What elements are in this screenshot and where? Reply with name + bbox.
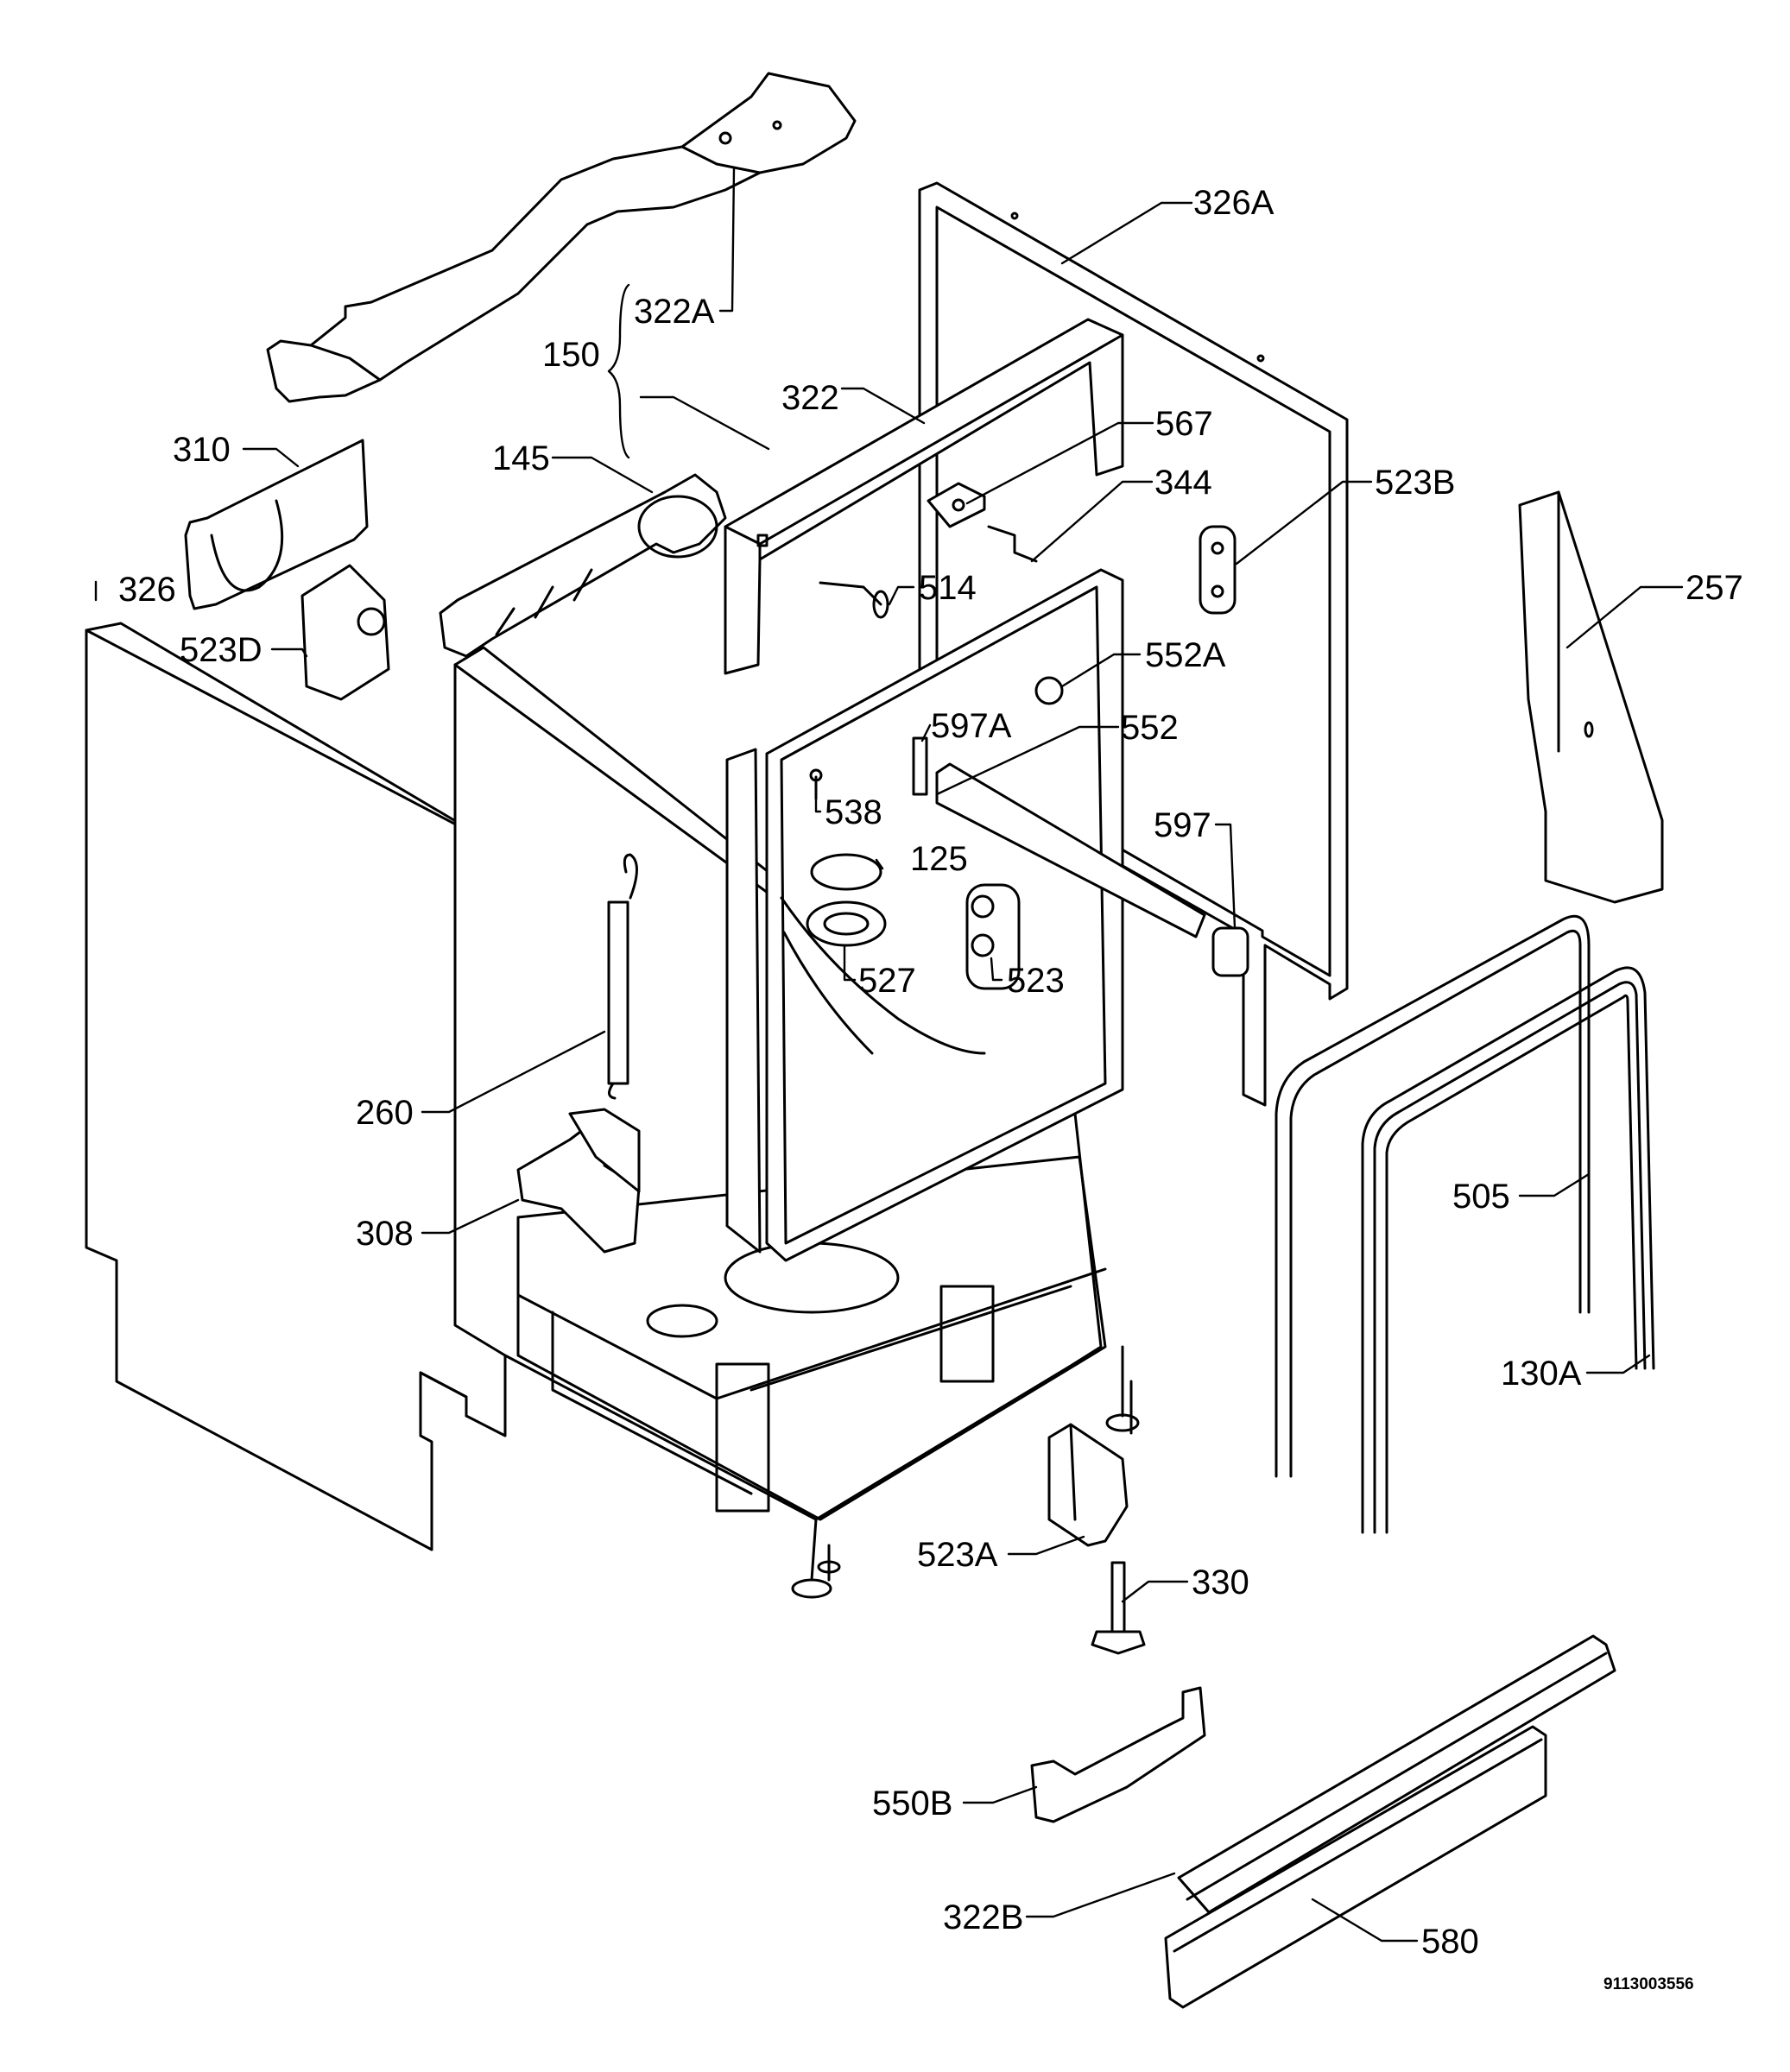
part-125-ring <box>810 853 882 891</box>
label-552: 552 <box>1121 709 1179 747</box>
label-260: 260 <box>356 1094 414 1132</box>
label-580: 580 <box>1421 1923 1479 1961</box>
label-322A: 322A <box>634 293 715 331</box>
label-523: 523 <box>1007 962 1065 1000</box>
part-538-screw <box>809 768 823 800</box>
label-523B: 523B <box>1375 464 1455 502</box>
part-523A-bracket <box>1047 1423 1129 1547</box>
part-523B-seal <box>1199 525 1237 615</box>
label-523D: 523D <box>180 631 262 669</box>
label-330: 330 <box>1192 1563 1249 1601</box>
part-552-rail <box>935 762 1206 938</box>
part-308-hinge <box>516 1108 641 1254</box>
part-260-spring <box>607 853 638 1100</box>
door-inner-frame <box>725 568 1124 1262</box>
part-322-top-frame <box>724 318 1124 675</box>
part-145-duct <box>439 473 727 658</box>
label-125: 125 <box>910 840 968 878</box>
label-514: 514 <box>919 569 977 607</box>
part-326-side-panel <box>85 622 507 1551</box>
label-523A: 523A <box>917 1536 998 1574</box>
label-550B: 550B <box>872 1785 952 1822</box>
label-326A: 326A <box>1193 184 1275 222</box>
label-552A: 552A <box>1145 636 1226 674</box>
label-145: 145 <box>492 439 550 477</box>
part-257-bracket <box>1518 490 1664 904</box>
label-322: 322 <box>781 379 839 417</box>
part-550B-bracket <box>1030 1686 1206 1823</box>
label-538: 538 <box>825 793 882 831</box>
label-308: 308 <box>356 1215 414 1253</box>
drawing-number: 9113003556 <box>1603 1975 1694 1993</box>
part-322A-top-rail <box>266 72 857 403</box>
label-150: 150 <box>542 336 600 374</box>
part-310-cover <box>184 439 369 610</box>
label-322B: 322B <box>943 1898 1023 1936</box>
part-514-pin <box>819 581 889 619</box>
part-523D-plate <box>300 564 390 701</box>
part-344-spring-clip <box>987 525 1038 563</box>
label-597A: 597A <box>931 707 1012 745</box>
label-597: 597 <box>1154 806 1211 844</box>
part-567-clip <box>927 482 986 528</box>
label-326: 326 <box>118 571 176 609</box>
label-257: 257 <box>1686 569 1743 607</box>
label-527: 527 <box>858 962 916 1000</box>
part-330-foot <box>1091 1561 1146 1655</box>
label-130A: 130A <box>1501 1355 1582 1393</box>
part-labels: 326A 322A 150 322 567 310 145 344 523B 3… <box>118 184 1743 1993</box>
part-523-twin-seal <box>965 883 1021 990</box>
label-344: 344 <box>1154 464 1212 502</box>
part-505-gasket <box>1275 914 1591 1478</box>
label-567: 567 <box>1155 405 1213 443</box>
part-580-kickplate <box>1164 1725 1547 2009</box>
label-505: 505 <box>1452 1178 1510 1216</box>
part-527-nut <box>806 900 887 947</box>
part-597A-clip <box>912 736 928 796</box>
part-322B-rail <box>1177 1634 1616 1914</box>
part-597-clip <box>1211 926 1249 977</box>
part-130A-gasket <box>1361 966 1655 1534</box>
leader-lines <box>94 167 1684 1942</box>
part-552A-knob <box>1034 676 1064 705</box>
label-310: 310 <box>173 431 231 469</box>
